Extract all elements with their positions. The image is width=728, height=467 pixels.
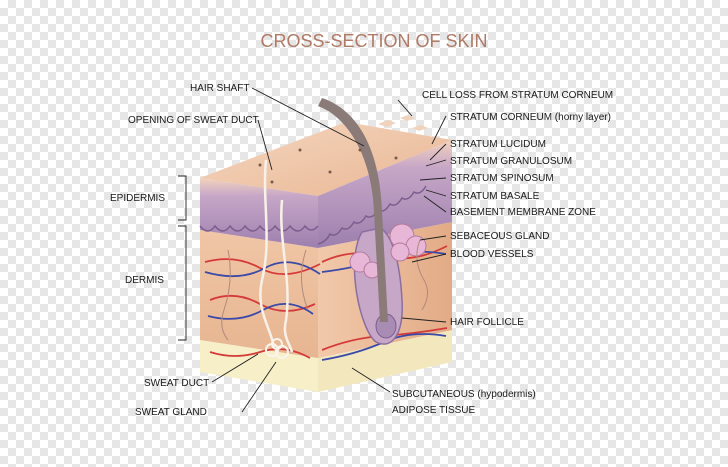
leader-lines bbox=[211, 87, 447, 413]
dermis-layer bbox=[200, 230, 318, 358]
skin-block bbox=[199, 98, 452, 392]
diagram-title: CROSS-SECTION OF SKIN bbox=[260, 31, 487, 51]
label-stratum-spinosum: STRATUM SPINOSUM bbox=[450, 173, 554, 184]
label-dermis: DERMIS bbox=[125, 275, 164, 286]
cell-loss-flakes bbox=[378, 115, 428, 131]
label-sweat-duct: SWEAT DUCT bbox=[144, 378, 209, 389]
sweat-duct-shape bbox=[259, 159, 276, 349]
label-epidermis: EPIDERMIS bbox=[110, 193, 165, 204]
epidermis-bracket bbox=[178, 175, 187, 221]
label-subcutaneous: SUBCUTANEOUS (hypodermis) bbox=[392, 389, 536, 400]
label-stratum-corneum: STRATUM CORNEUM (horny layer) bbox=[450, 112, 611, 123]
label-stratum-basale: STRATUM BASALE bbox=[450, 191, 540, 202]
sweat-gland-coil bbox=[265, 338, 289, 359]
hair-shaft-shape bbox=[318, 98, 388, 322]
basement-membrane-wave bbox=[199, 224, 319, 232]
label-stratum-lucidum: STRATUM LUCIDUM bbox=[450, 139, 546, 150]
dermis-bracket bbox=[178, 225, 187, 341]
sweat-duct-shape-2 bbox=[280, 199, 294, 353]
basement-membrane-wave-side bbox=[317, 185, 427, 245]
epidermis-layer bbox=[200, 178, 318, 248]
label-sebaceous-gland: SEBACEOUS GLAND bbox=[450, 231, 549, 242]
label-cell-loss: CELL LOSS FROM STRATUM CORNEUM bbox=[422, 90, 613, 101]
label-hair-shaft: HAIR SHAFT bbox=[190, 83, 249, 94]
label-stratum-granulosum: STRATUM GRANULOSUM bbox=[450, 156, 572, 167]
subcutaneous-side bbox=[318, 330, 452, 392]
label-adipose: ADIPOSE TISSUE bbox=[392, 405, 476, 416]
subcutaneous-layer bbox=[200, 340, 318, 392]
label-sweat-gland: SWEAT GLAND bbox=[135, 407, 207, 418]
epidermis-side bbox=[318, 140, 452, 248]
label-hair-follicle: HAIR FOLLICLE bbox=[450, 317, 524, 328]
label-basement-membrane: BASEMENT MEMBRANE ZONE bbox=[450, 207, 596, 218]
nerve-fibers bbox=[221, 239, 428, 341]
skin-surface bbox=[200, 122, 452, 196]
label-opening-sweat-duct: OPENING OF SWEAT DUCT bbox=[128, 115, 259, 126]
sebaceous-gland-shape bbox=[349, 223, 427, 279]
skin-pores bbox=[258, 148, 398, 184]
label-blood-vessels: BLOOD VESSELS bbox=[450, 249, 534, 260]
